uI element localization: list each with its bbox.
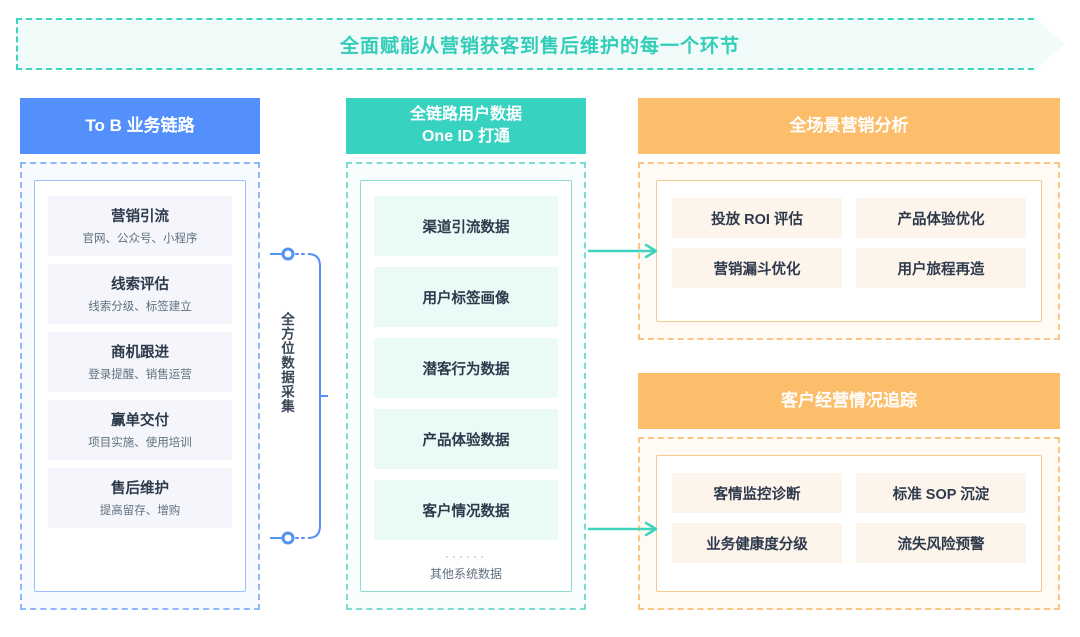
ellipsis-dots: ······ xyxy=(445,549,487,563)
list-item[interactable]: 用户标签画像 xyxy=(374,267,558,327)
list-item[interactable]: 潜客行为数据 xyxy=(374,338,558,398)
customer-tracking-tag-grid: 客情监控诊断 标准 SOP 沉淀 业务健康度分级 流失风险预警 xyxy=(672,473,1026,563)
list-item[interactable]: 客户情况数据 xyxy=(374,480,558,540)
list-item[interactable]: 产品体验数据 xyxy=(374,409,558,469)
marketing-analysis-tag-grid: 投放 ROI 评估 产品体验优化 营销漏斗优化 用户旅程再造 xyxy=(672,198,1026,288)
tag-item[interactable]: 流失风险预警 xyxy=(856,523,1026,563)
banner-arrow-shape xyxy=(16,18,1064,70)
stage-subtitle: 项目实施、使用培训 xyxy=(88,437,192,449)
list-item[interactable]: 售后维护 提高留存、增购 xyxy=(48,468,232,528)
user-data-list: 渠道引流数据 用户标签画像 潜客行为数据 产品体验数据 客户情况数据 ·····… xyxy=(374,196,558,582)
brace-connector-label: 全方位数据采集 xyxy=(279,312,294,414)
list-item[interactable]: 商机跟进 登录提醒、销售运营 xyxy=(48,332,232,392)
brace-connector xyxy=(268,246,328,546)
middle-column-header-line1: 全链路用户数据 xyxy=(409,106,522,124)
right-section-1-header: 全场景营销分析 xyxy=(638,98,1060,154)
brace-connector-svg xyxy=(270,247,328,545)
list-item[interactable]: 线索评估 线索分级、标签建立 xyxy=(48,264,232,324)
tag-item[interactable]: 用户旅程再造 xyxy=(856,248,1026,288)
stage-subtitle: 登录提醒、销售运营 xyxy=(88,369,192,381)
stage-title: 赢单交付 xyxy=(111,413,169,429)
tag-item[interactable]: 客情监控诊断 xyxy=(672,473,842,513)
stage-subtitle: 提高留存、增购 xyxy=(99,505,181,517)
arrow-right-icon xyxy=(588,521,658,537)
stage-title: 售后维护 xyxy=(111,481,169,497)
flow-arrow-to-section-2 xyxy=(588,521,660,537)
banner-title: 全面赋能从营销获客到售后维护的每一个环节 xyxy=(339,35,740,57)
right-section-2-header: 客户经营情况追踪 xyxy=(638,373,1060,429)
list-item[interactable]: 渠道引流数据 xyxy=(374,196,558,256)
stage-subtitle: 线索分级、标签建立 xyxy=(88,301,192,313)
left-column-header: To B 业务链路 xyxy=(20,98,260,154)
stage-title: 线索评估 xyxy=(111,277,169,293)
middle-column-header: 全链路用户数据 One ID 打通 xyxy=(346,98,586,154)
banner: 全面赋能从营销获客到售后维护的每一个环节 xyxy=(16,18,1064,70)
tag-item[interactable]: 标准 SOP 沉淀 xyxy=(856,473,1026,513)
stage-subtitle: 官网、公众号、小程序 xyxy=(82,233,198,245)
other-systems-label: 其他系统数据 xyxy=(429,567,502,581)
middle-column-header-line2: One ID 打通 xyxy=(421,128,510,145)
business-chain-list: 营销引流 官网、公众号、小程序 线索评估 线索分级、标签建立 商机跟进 登录提醒… xyxy=(48,196,232,536)
tag-item[interactable]: 投放 ROI 评估 xyxy=(672,198,842,238)
stage-title: 营销引流 xyxy=(111,209,169,225)
arrow-right-icon xyxy=(588,243,658,259)
tag-item[interactable]: 业务健康度分级 xyxy=(672,523,842,563)
tag-item[interactable]: 营销漏斗优化 xyxy=(672,248,842,288)
list-item[interactable]: 赢单交付 项目实施、使用培训 xyxy=(48,400,232,460)
stage-title: 商机跟进 xyxy=(111,345,169,361)
flow-arrow-to-section-1 xyxy=(588,243,660,259)
tag-item[interactable]: 产品体验优化 xyxy=(856,198,1026,238)
list-item[interactable]: 营销引流 官网、公众号、小程序 xyxy=(48,196,232,256)
